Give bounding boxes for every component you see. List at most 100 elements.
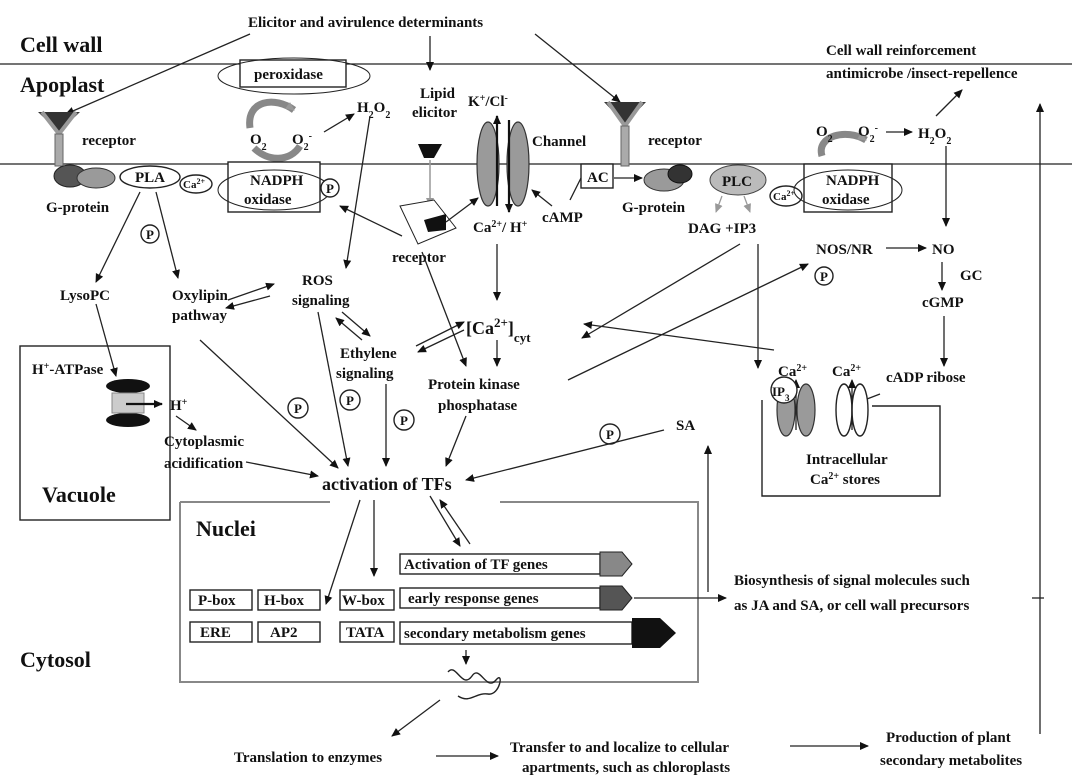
- cyto-acid-label-2: acidification: [164, 456, 244, 472]
- nadph-left-label-1: NADPH: [250, 173, 304, 189]
- nadph-right-label-1: NADPH: [826, 173, 880, 189]
- intracellular-label-1: Intracellular: [806, 452, 888, 468]
- biosynthesis-label-2: as JA and SA, or cell wall precursors: [734, 598, 969, 614]
- arrow-camp-channel: [532, 190, 552, 206]
- h-atpase-label: H+-ATPase: [32, 361, 104, 379]
- vacuole-label: Vacuole: [42, 482, 116, 507]
- phospho-label-4: P: [400, 413, 408, 428]
- receptor-right-icon: [604, 102, 646, 166]
- arrow-store-cacyt: [584, 324, 774, 350]
- arrow-oxylipin-ros: [228, 284, 274, 300]
- lipid-elicitor-label-2: elicitor: [412, 105, 457, 121]
- oxylipin-label-1: Oxylipin: [172, 288, 229, 304]
- production-label-2: secondary metabolites: [880, 753, 1022, 769]
- oxylipin-label-2: pathway: [172, 308, 228, 324]
- pla-label: PLA: [135, 170, 165, 186]
- nadph-left-label-2: oxidase: [244, 192, 292, 208]
- arrow-h2o2-ros: [346, 116, 370, 268]
- production-label-1: Production of plant: [886, 730, 1011, 746]
- arrow-ros-ethylene: [342, 312, 370, 336]
- arrow-receptor-channel: [446, 198, 478, 222]
- arrow-ros-tfs: [318, 312, 348, 466]
- activation-tfs-label: activation of TFs: [322, 474, 452, 494]
- arrow-plc-dag-2: [744, 196, 750, 212]
- g-protein-left-label: G-protein: [46, 200, 110, 216]
- elicitor-label: Elicitor and avirulence determinants: [248, 15, 483, 31]
- phospho-label-nadph: P: [326, 181, 334, 196]
- peroxidase-label: peroxidase: [254, 67, 323, 83]
- ethylene-label-1: Ethylene: [340, 346, 397, 362]
- g-protein-right-icon: [644, 165, 692, 191]
- cyto-acid-label-1: Cytoplasmic: [164, 434, 244, 450]
- dag-ip3-label: DAG +IP3: [688, 221, 756, 237]
- g-protein-right-label: G-protein: [622, 200, 686, 216]
- channel-label: Channel: [532, 134, 586, 150]
- ca-cyt-label: [Ca2+]cyt: [466, 315, 531, 345]
- lipid-elicitor-icon: [418, 144, 442, 158]
- receptor-mid-icon: [400, 200, 456, 244]
- reinforcement-label-2: antimicrobe /insect-repellence: [826, 66, 1018, 82]
- arrow-acid-tfs: [246, 462, 318, 476]
- arrow-ethylene-ros: [336, 318, 362, 340]
- cgmp-label: cGMP: [922, 295, 964, 311]
- receptor-mid-label: receptor: [392, 250, 446, 266]
- ac-label: AC: [587, 170, 609, 186]
- arrow-o2-h2o2-left: [324, 114, 354, 132]
- phospho-label-3: P: [346, 393, 354, 408]
- arrow-elicitor-receptor-right: [535, 34, 620, 102]
- plc-label: PLC: [722, 174, 752, 190]
- p-box-label: P-box: [198, 593, 236, 609]
- w-box-label: W-box: [342, 593, 385, 609]
- arrow-tfs-genes: [430, 496, 460, 546]
- pk-label-1: Protein kinase: [428, 377, 520, 393]
- pk-label-2: phosphatase: [438, 398, 518, 414]
- arrow-dag-ca: [582, 244, 740, 338]
- no-label: NO: [932, 242, 955, 258]
- ap2-label: AP2: [270, 625, 298, 641]
- arrow-pk-nos: [568, 264, 808, 380]
- biosynthesis-label-1: Biosynthesis of signal molecules such: [734, 573, 971, 589]
- arrow-h-acid: [176, 416, 196, 430]
- sa-label: SA: [676, 418, 695, 434]
- secondary-genes-label: secondary metabolism genes: [404, 626, 586, 642]
- arrow-pk-tfs: [446, 416, 466, 466]
- cadp-label: cADP ribose: [886, 370, 966, 386]
- h-box-label: H-box: [264, 593, 305, 609]
- ros-label-1: ROS: [302, 273, 333, 289]
- h2o2-left-label: H2O2: [357, 100, 390, 121]
- receptor-left-icon: [38, 112, 80, 166]
- arrow-sa-tfs: [466, 430, 664, 480]
- phospho-label-2: P: [294, 401, 302, 416]
- reinforcement-label-1: Cell wall reinforcement: [826, 43, 976, 59]
- o2-cycle-arrow-left: [250, 102, 294, 128]
- h-plus-label: H+: [170, 397, 188, 415]
- receptor-right-label: receptor: [648, 133, 702, 149]
- gc-label: GC: [960, 268, 983, 284]
- receptor-left-label: receptor: [82, 133, 136, 149]
- store-ca-label-1: Ca2+: [778, 363, 807, 381]
- translation-label: Translation to enzymes: [234, 750, 382, 766]
- mrna-squiggle-icon: [448, 670, 500, 699]
- lysopc-label: LysoPC: [60, 288, 110, 304]
- arrow-receptor-nadph: [340, 206, 402, 236]
- store-ca-label-2: Ca2+: [832, 363, 861, 381]
- nos-nr-label: NOS/NR: [816, 242, 873, 258]
- cell-wall-label: Cell wall: [20, 32, 103, 57]
- ac-link-line: [570, 178, 581, 200]
- g-protein-left-icon: [54, 165, 115, 188]
- intracellular-label-2: Ca2+ stores: [810, 471, 880, 489]
- transfer-label-1: Transfer to and localize to cellular: [510, 740, 729, 756]
- apoplast-label: Apoplast: [20, 72, 105, 97]
- channel-ions-label: K+/Cl-: [468, 93, 508, 111]
- arrow-h2o2-reinforcement: [936, 90, 962, 116]
- activation-tf-genes-label: Activation of TF genes: [404, 557, 548, 573]
- cytosol-label: Cytosol: [20, 647, 91, 672]
- arrow-tfs-hbox: [326, 500, 360, 604]
- transfer-label-2: apartments, such as chloroplasts: [522, 760, 730, 776]
- ere-label: ERE: [200, 625, 231, 641]
- arrow-receptor-pk: [422, 252, 466, 366]
- h2o2-right-label: H2O2: [918, 126, 951, 147]
- camp-label: cAMP: [542, 210, 583, 226]
- lipid-elicitor-label-1: Lipid: [420, 86, 456, 102]
